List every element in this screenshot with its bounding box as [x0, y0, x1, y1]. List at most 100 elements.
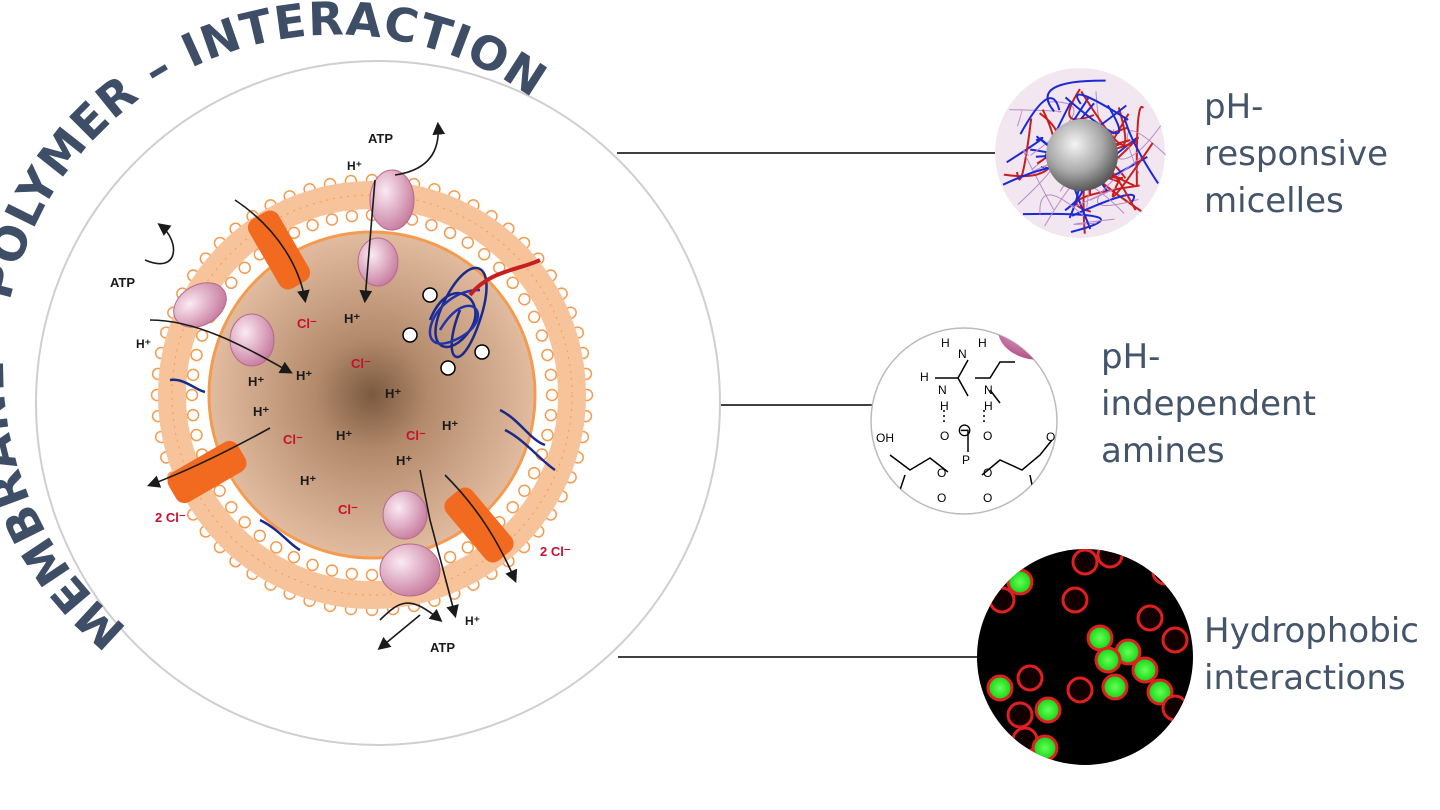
polymer-strand — [1039, 194, 1085, 217]
lipid-head — [506, 500, 519, 514]
chloride-label: Cl⁻ — [297, 316, 317, 331]
micelle-image — [995, 68, 1166, 238]
chem-atom: H — [920, 370, 929, 384]
proton-label: H⁺ — [136, 337, 151, 351]
label-ph-independent-amines: pH- independent amines — [1101, 337, 1316, 471]
polymer-strand — [1071, 187, 1116, 209]
fluorescent-cell-red — [988, 586, 1016, 614]
fluorescent-cell-red — [1061, 586, 1089, 614]
chem-atom: O — [937, 491, 946, 505]
chloride-label: Cl⁻ — [406, 428, 426, 443]
fluorescent-cell-green — [986, 674, 1014, 702]
proton-label: H⁺ — [253, 404, 269, 419]
lipid-head — [461, 541, 475, 554]
chloride-label: Cl⁻ — [283, 432, 303, 447]
lipid-head — [527, 466, 541, 480]
amine-structure-image: ⊕ H N H H N N H H ⊖ O O P O O OH OH O O — [870, 314, 1058, 515]
lipid-head — [225, 500, 238, 514]
fluorescent-cell-green — [1034, 696, 1062, 724]
lipid-head — [477, 248, 491, 261]
lipid-head — [190, 348, 203, 362]
two-chloride-label: 2 Cl⁻ — [540, 544, 571, 559]
lipid-head — [545, 388, 559, 402]
fluorescent-cell-red — [1071, 549, 1099, 576]
chloride-label: Cl⁻ — [338, 502, 358, 517]
lipid-head — [518, 484, 531, 498]
proton-label: H⁺ — [442, 418, 458, 433]
polymer-strand — [1068, 88, 1095, 121]
fluorescent-cell-red — [1096, 549, 1124, 569]
two-chloride-label: 2 Cl⁻ — [155, 510, 186, 525]
chem-atom: P — [962, 453, 970, 467]
lipid-head — [527, 310, 541, 324]
proton-label: H⁺ — [248, 374, 264, 389]
lipid-head — [461, 236, 475, 249]
proton-label: H⁺ — [296, 368, 312, 383]
polymer-strand — [1016, 108, 1023, 127]
proton-label: H⁺ — [344, 311, 360, 326]
lipid-head — [306, 218, 319, 232]
chem-plus-charge: ⊕ — [984, 314, 999, 334]
proton-label: H⁺ — [300, 473, 316, 488]
chem-atom: H — [978, 336, 987, 350]
lipid-head — [195, 329, 209, 342]
lipid-head — [518, 292, 531, 306]
proton-label: H⁺ — [385, 386, 401, 401]
polymer-strand — [1022, 212, 1102, 233]
lipid-head — [225, 276, 238, 290]
fluorescence-micrograph — [977, 549, 1193, 765]
lipid-head — [185, 388, 199, 402]
micelle-core — [1046, 119, 1118, 191]
atp-label: ATP — [110, 275, 135, 290]
chloride-channel — [247, 210, 311, 290]
atp-label: ATP — [430, 640, 455, 655]
chem-atom: N — [938, 383, 947, 397]
chloride-label: Cl⁻ — [351, 356, 371, 371]
lipid-head — [544, 368, 558, 382]
proton-label: H⁺ — [465, 614, 480, 628]
lipid-head — [186, 368, 200, 382]
proton-label: H⁺ — [347, 159, 362, 173]
fluorescent-cell-green — [1031, 734, 1059, 762]
lipid-head — [506, 276, 519, 290]
polymer-strand — [1064, 96, 1121, 135]
fluorescent-cell-red — [1006, 701, 1034, 729]
fluorescent-cell-green — [1101, 673, 1129, 701]
lipid-head — [535, 329, 549, 342]
proton-pump — [173, 282, 275, 367]
polymer-strand — [1111, 142, 1154, 198]
fluorescent-cell-green — [1086, 624, 1114, 652]
transport-arrows — [144, 121, 518, 651]
lipid-head — [443, 550, 457, 564]
chem-atom: O — [983, 466, 992, 480]
lipid-head — [238, 516, 251, 529]
fluorescent-cell-red — [1136, 604, 1164, 632]
lipid-head — [541, 348, 554, 362]
lipid-head — [345, 567, 359, 581]
proton-label: H⁺ — [396, 453, 412, 468]
polymer-strand — [1006, 136, 1044, 164]
polymer-strand — [1046, 79, 1106, 113]
lipid-head — [287, 550, 301, 564]
chem-atom: O — [940, 429, 949, 443]
lipid-head — [213, 484, 226, 498]
lipid-head — [325, 213, 339, 226]
polymer-strand — [1022, 149, 1055, 210]
lipid-head — [425, 218, 438, 232]
lipid-head — [306, 558, 319, 572]
polymer-strand — [1071, 193, 1135, 217]
proton-pump — [379, 490, 441, 597]
polymer-strand — [1097, 156, 1142, 206]
fluorescent-cell-red — [1161, 694, 1189, 722]
fluorescent-cell-green — [1094, 646, 1122, 674]
chem-atom: H — [984, 399, 993, 413]
fluorescent-cell-red — [1151, 558, 1179, 586]
lipid-head — [544, 408, 558, 422]
chem-atom: H — [940, 399, 949, 413]
lipid-head — [365, 568, 379, 582]
polymer-coil — [169, 258, 556, 552]
chem-atom: OH — [876, 431, 894, 445]
chem-minus-charge: ⊖ — [957, 420, 972, 440]
chloride-channel — [167, 440, 247, 504]
